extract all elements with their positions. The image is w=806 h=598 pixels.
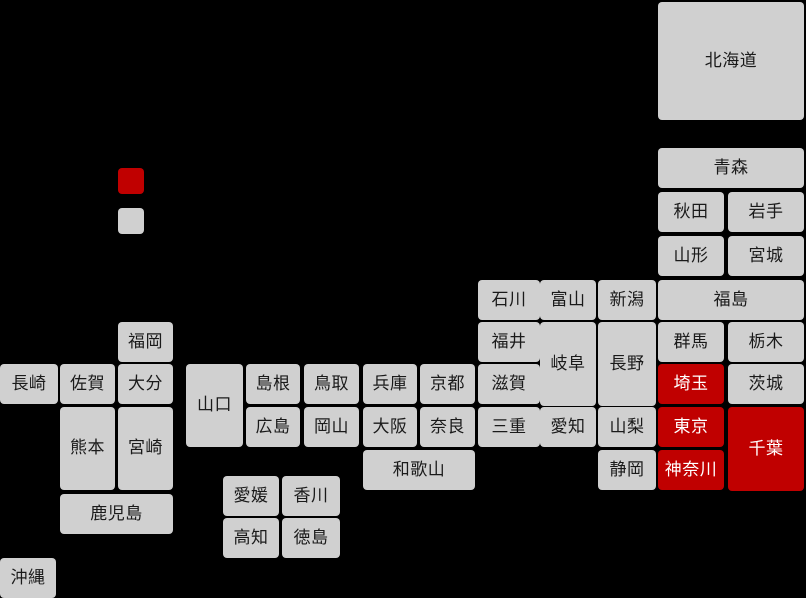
prefecture-tile[interactable]: 佐賀 [60, 364, 115, 404]
prefecture-tile[interactable]: 鳥取 [304, 364, 359, 404]
prefecture-tile[interactable]: 北海道 [658, 2, 804, 120]
prefecture-tile[interactable]: 京都 [420, 364, 475, 404]
prefecture-tile[interactable]: 兵庫 [363, 364, 417, 404]
prefecture-tile[interactable]: 熊本 [60, 407, 115, 490]
prefecture-tile[interactable]: 山口 [186, 364, 243, 447]
prefecture-tile[interactable]: 神奈川 [658, 450, 724, 490]
legend-swatch-highlight [118, 168, 144, 194]
prefecture-tile[interactable]: 石川 [478, 280, 540, 320]
prefecture-tile[interactable]: 長野 [598, 322, 656, 406]
prefecture-tile[interactable]: 愛知 [540, 407, 596, 447]
prefecture-tile[interactable]: 埼玉 [658, 364, 724, 404]
prefecture-tile[interactable]: 栃木 [728, 322, 804, 362]
prefecture-tile[interactable]: 奈良 [420, 407, 475, 447]
prefecture-tile[interactable]: 群馬 [658, 322, 724, 362]
prefecture-tile[interactable]: 岐阜 [540, 322, 596, 406]
prefecture-tile[interactable]: 新潟 [598, 280, 656, 320]
prefecture-tile[interactable]: 岡山 [304, 407, 359, 447]
prefecture-tile[interactable]: 和歌山 [363, 450, 475, 490]
prefecture-tile[interactable]: 岩手 [728, 192, 804, 232]
prefecture-tile[interactable]: 茨城 [728, 364, 804, 404]
prefecture-tile[interactable]: 福岡 [118, 322, 173, 362]
prefecture-tile[interactable]: 大阪 [363, 407, 417, 447]
prefecture-tile[interactable]: 宮城 [728, 236, 804, 276]
prefecture-tile[interactable]: 高知 [223, 518, 279, 558]
prefecture-tile[interactable]: 山梨 [598, 407, 656, 447]
prefecture-tile[interactable]: 島根 [246, 364, 300, 404]
legend-swatch-normal [118, 208, 144, 234]
prefecture-tile[interactable]: 山形 [658, 236, 724, 276]
prefecture-tile[interactable]: 長崎 [0, 364, 58, 404]
prefecture-tile[interactable]: 東京 [658, 407, 724, 447]
prefecture-tile[interactable]: 大分 [118, 364, 173, 404]
prefecture-tile[interactable]: 鹿児島 [60, 494, 173, 534]
prefecture-tile[interactable]: 三重 [478, 407, 540, 447]
prefecture-tile[interactable]: 広島 [246, 407, 300, 447]
prefecture-tile[interactable]: 宮崎 [118, 407, 173, 490]
prefecture-tile[interactable]: 青森 [658, 148, 804, 188]
prefecture-tile[interactable]: 福島 [658, 280, 804, 320]
prefecture-tile[interactable]: 沖縄 [0, 558, 56, 598]
prefecture-tile[interactable]: 滋賀 [478, 364, 540, 404]
prefecture-tile[interactable]: 千葉 [728, 407, 804, 491]
prefecture-tile[interactable]: 秋田 [658, 192, 724, 232]
prefecture-tile[interactable]: 富山 [540, 280, 596, 320]
prefecture-tile[interactable]: 愛媛 [223, 476, 279, 516]
prefecture-tile[interactable]: 香川 [282, 476, 340, 516]
prefecture-tile[interactable]: 徳島 [282, 518, 340, 558]
prefecture-tile[interactable]: 福井 [478, 322, 540, 362]
prefecture-tile[interactable]: 静岡 [598, 450, 656, 490]
